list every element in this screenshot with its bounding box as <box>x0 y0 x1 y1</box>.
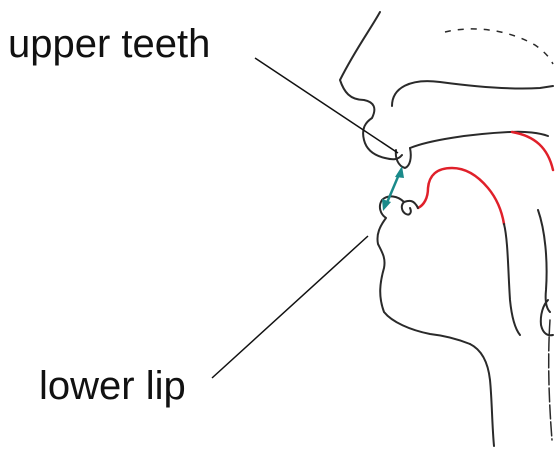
lower-lip-label: lower lip <box>39 366 186 406</box>
tongue-root <box>504 224 520 335</box>
face-profile-upper <box>340 12 402 159</box>
arrowhead-down <box>382 199 391 211</box>
neck-back <box>549 320 552 440</box>
lower-lip <box>377 196 470 344</box>
soft-palate <box>512 132 553 170</box>
neck-front <box>470 344 494 446</box>
leader-line-lower <box>212 236 368 378</box>
nasal-cavity <box>392 81 553 106</box>
upper-teeth-label: upper teeth <box>8 24 210 64</box>
leader-line-upper <box>255 58 398 153</box>
dashed-outline <box>445 29 553 64</box>
hard-palate <box>410 132 548 148</box>
pharynx-wall <box>538 210 550 312</box>
tongue <box>418 168 504 224</box>
